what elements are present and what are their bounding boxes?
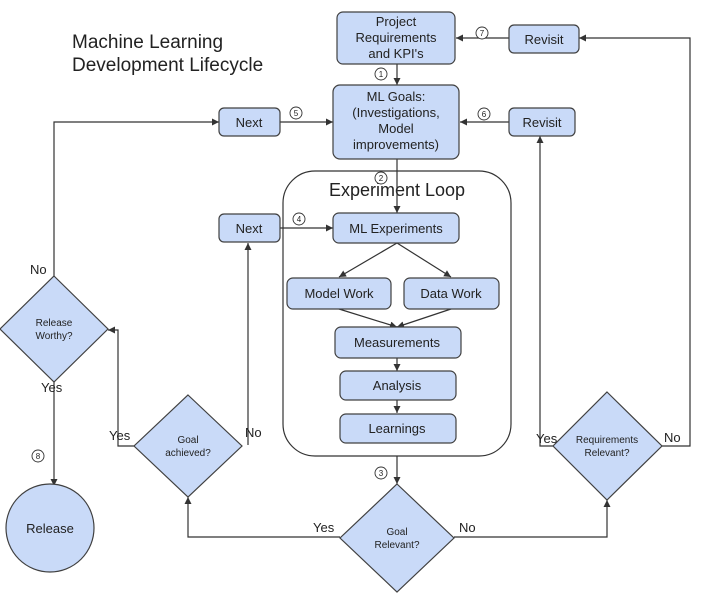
- data-work-node: Data Work: [403, 277, 500, 310]
- title-line2: Development Lifecycle: [72, 55, 263, 76]
- ml-experiments-node: ML Experiments: [332, 212, 460, 244]
- analysis-node: Analysis: [339, 370, 457, 401]
- project-requirements-line3: and KPI's: [368, 46, 424, 61]
- edge-release-worthy-no: [53, 118, 219, 276]
- step-number-8: 8: [31, 449, 45, 463]
- project-requirements-line1: Project: [376, 14, 417, 29]
- svg-text:8: 8: [36, 452, 41, 461]
- project-requirements-line2: Requirements: [356, 30, 437, 45]
- edge-experiments-to-data-work: [396, 242, 452, 278]
- revisit-mid-node: Revisit: [508, 107, 576, 137]
- project-requirements-node: Project Requirements and KPI's: [336, 11, 456, 65]
- learnings-node: Learnings: [339, 413, 457, 444]
- goal-relevant-decision: Goal Relevant?: [339, 483, 455, 593]
- step-number-1: 1: [374, 67, 388, 81]
- svg-text:6: 6: [482, 110, 487, 119]
- svg-text:2: 2: [379, 174, 384, 183]
- edge-goal-relevant-no: [454, 500, 611, 538]
- release-worthy-yes-label: Yes: [41, 380, 63, 395]
- step-number-2: 2: [374, 171, 388, 185]
- model-work-label: Model Work: [304, 286, 374, 301]
- ml-goals-line4: improvements): [353, 137, 439, 152]
- goal-achieved-decision: Goal achieved?: [133, 394, 243, 498]
- goal-achieved-line2: achieved?: [165, 448, 211, 459]
- goal-achieved-yes-label: Yes: [109, 428, 131, 443]
- release-label: Release: [26, 521, 74, 536]
- step-number-7: 7: [475, 26, 489, 40]
- goal-relevant-line2: Relevant?: [374, 540, 419, 551]
- next-top-node: Next: [218, 107, 281, 137]
- edge-experiments-to-model-work: [338, 242, 398, 278]
- release-worthy-no-label: No: [30, 262, 47, 277]
- learnings-label: Learnings: [368, 421, 426, 436]
- step-number-4: 4: [292, 212, 306, 226]
- svg-text:3: 3: [379, 469, 384, 478]
- measurements-node: Measurements: [334, 326, 462, 359]
- ml-goals-line1: ML Goals:: [367, 89, 426, 104]
- step-number-5: 5: [289, 106, 303, 120]
- svg-text:7: 7: [480, 29, 485, 38]
- title-line1: Machine Learning: [72, 32, 223, 53]
- goal-relevant-no-label: No: [459, 520, 476, 535]
- release-worthy-line1: Release: [36, 318, 73, 329]
- requirements-relevant-yes-label: Yes: [536, 431, 558, 446]
- revisit-top-node: Revisit: [508, 24, 580, 54]
- requirements-relevant-line1: Requirements: [576, 435, 638, 446]
- model-work-node: Model Work: [286, 277, 392, 310]
- revisit-mid-label: Revisit: [522, 115, 561, 130]
- ml-goals-line3: Model: [378, 121, 414, 136]
- release-worthy-line2: Worthy?: [35, 331, 72, 342]
- step-number-6: 6: [477, 107, 491, 121]
- goal-achieved-line1: Goal: [177, 435, 198, 446]
- edge-goal-achieved-yes: [108, 326, 134, 447]
- edge-goal-relevant-yes: [184, 497, 340, 538]
- edge-data-work-to-measurements: [396, 308, 452, 329]
- revisit-top-label: Revisit: [524, 32, 563, 47]
- requirements-relevant-line2: Relevant?: [584, 448, 629, 459]
- goal-relevant-line1: Goal: [386, 527, 407, 538]
- requirements-relevant-decision: Requirements Relevant?: [552, 391, 663, 501]
- ml-goals-line2: (Investigations,: [352, 105, 439, 120]
- edge-model-work-to-measurements: [338, 308, 398, 329]
- svg-text:1: 1: [379, 70, 384, 79]
- release-node: Release: [5, 483, 95, 573]
- ml-experiments-label: ML Experiments: [349, 221, 443, 236]
- step-number-3: 3: [374, 466, 388, 480]
- next-mid-label: Next: [236, 221, 263, 236]
- data-work-label: Data Work: [420, 286, 482, 301]
- ml-goals-node: ML Goals: (Investigations, Model improve…: [332, 84, 460, 160]
- requirements-relevant-no-label: No: [664, 430, 681, 445]
- next-top-label: Next: [236, 115, 263, 130]
- edge-requirements-relevant-no: [579, 34, 691, 447]
- goal-relevant-yes-label: Yes: [313, 520, 335, 535]
- goal-achieved-no-label: No: [245, 425, 262, 440]
- edge-requirements-relevant-yes: [536, 136, 553, 447]
- analysis-label: Analysis: [373, 378, 422, 393]
- release-worthy-decision: Release Worthy?: [0, 275, 109, 383]
- svg-text:5: 5: [294, 109, 299, 118]
- measurements-label: Measurements: [354, 335, 440, 350]
- svg-text:4: 4: [297, 215, 302, 224]
- next-mid-node: Next: [218, 213, 281, 243]
